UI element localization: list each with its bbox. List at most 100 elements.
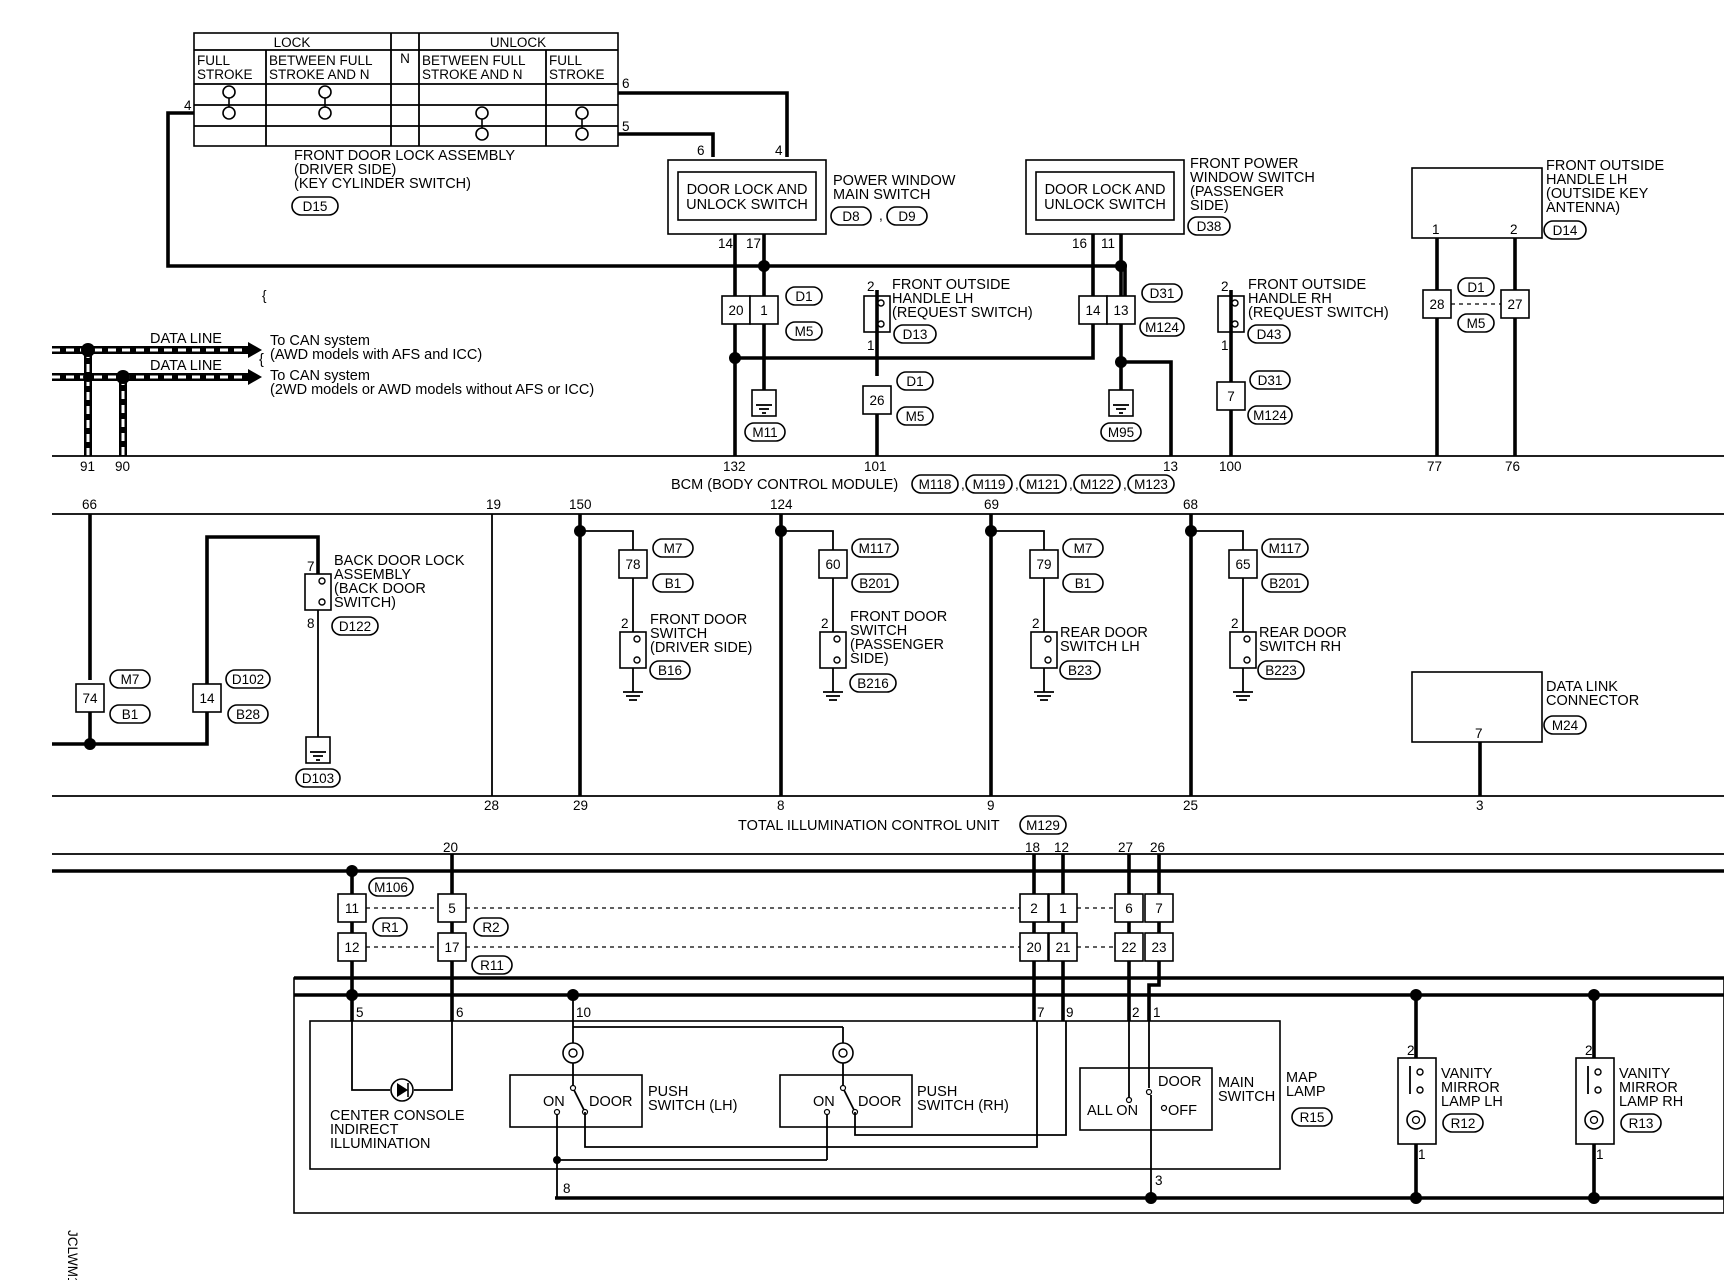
svg-text:M5: M5 bbox=[1467, 316, 1486, 331]
svg-text:(OUTSIDE KEY: (OUTSIDE KEY bbox=[1546, 186, 1649, 202]
svg-text:1: 1 bbox=[760, 303, 768, 318]
ground-m11: M11 bbox=[744, 389, 786, 442]
svg-text:17: 17 bbox=[444, 940, 459, 955]
connector-d122: D122 bbox=[339, 619, 371, 634]
connector-r1: R1 bbox=[381, 920, 398, 935]
svg-text:ON: ON bbox=[543, 1094, 565, 1110]
bcm-module: 91 90 132 101 13 100 77 76 BCM (BODY CON… bbox=[52, 455, 1724, 515]
svg-text:9: 9 bbox=[987, 798, 995, 813]
svg-text:(REQUEST SWITCH): (REQUEST SWITCH) bbox=[892, 305, 1033, 321]
svg-text:PUSH: PUSH bbox=[648, 1084, 688, 1100]
svg-text:14: 14 bbox=[1085, 303, 1101, 318]
kc-pin-5: 5 bbox=[622, 119, 630, 134]
connector-m119: M119 bbox=[973, 477, 1006, 492]
svg-text:6: 6 bbox=[1125, 901, 1133, 916]
connector-m118: M118 bbox=[919, 477, 952, 492]
key-cylinder-wires bbox=[166, 91, 789, 268]
connector-d43: D43 bbox=[1257, 327, 1282, 342]
table-unlock-header: UNLOCK bbox=[490, 35, 546, 50]
svg-text:13: 13 bbox=[1163, 459, 1178, 474]
svg-text:ON: ON bbox=[813, 1094, 835, 1110]
svg-text:,: , bbox=[961, 477, 965, 492]
connector-m129: M129 bbox=[1026, 818, 1060, 833]
svg-text:12: 12 bbox=[344, 940, 359, 955]
svg-text:SWITCH): SWITCH) bbox=[334, 595, 396, 611]
table-lock-header: LOCK bbox=[274, 35, 311, 50]
svg-text:68: 68 bbox=[1183, 497, 1198, 512]
table-unlock-between-2: STROKE AND N bbox=[422, 67, 523, 82]
connector-d38: D38 bbox=[1197, 219, 1222, 234]
svg-text:28: 28 bbox=[484, 798, 499, 813]
svg-text:FRONT OUTSIDE: FRONT OUTSIDE bbox=[1248, 277, 1366, 293]
connector-d13: D13 bbox=[903, 327, 928, 342]
svg-text:SWITCH: SWITCH bbox=[1218, 1089, 1275, 1105]
svg-text:(REQUEST SWITCH): (REQUEST SWITCH) bbox=[1248, 305, 1389, 321]
svg-text:76: 76 bbox=[1505, 459, 1520, 474]
svg-text:7: 7 bbox=[1155, 901, 1163, 916]
svg-text:1: 1 bbox=[1596, 1147, 1604, 1162]
connector-r15: R15 bbox=[1300, 1110, 1325, 1125]
connector-m122: M122 bbox=[1080, 477, 1114, 492]
svg-text:DOOR: DOOR bbox=[589, 1094, 633, 1110]
svg-text:29: 29 bbox=[573, 798, 588, 813]
svg-text:1: 1 bbox=[1059, 901, 1067, 916]
connector-d102: D102 bbox=[232, 672, 264, 687]
svg-text:26: 26 bbox=[869, 393, 884, 408]
connector-b201: B201 bbox=[859, 576, 891, 591]
svg-text:11: 11 bbox=[1101, 236, 1115, 251]
kc-pin-4: 4 bbox=[184, 98, 192, 113]
svg-text:13: 13 bbox=[1113, 303, 1128, 318]
svg-text:91: 91 bbox=[80, 459, 95, 474]
svg-text:D1: D1 bbox=[1467, 280, 1484, 295]
svg-text:B1: B1 bbox=[1075, 576, 1092, 591]
svg-text:{: { bbox=[259, 352, 264, 368]
svg-text:DOOR: DOOR bbox=[858, 1094, 902, 1110]
svg-text:VANITY: VANITY bbox=[1619, 1066, 1671, 1082]
rear-door-switch-rh: 65 M117 B201 2 REAR DOOR SWITCH RH B223 bbox=[1185, 514, 1347, 796]
connector-d15: D15 bbox=[303, 199, 328, 214]
svg-text:MIRROR: MIRROR bbox=[1441, 1080, 1500, 1096]
power-window-main-switch: DOOR LOCK AND UNLOCK SWITCH POWER WINDOW… bbox=[667, 143, 956, 251]
svg-text:19: 19 bbox=[486, 497, 501, 512]
svg-text:M7: M7 bbox=[664, 541, 683, 556]
key-cylinder-switch-table: LOCK UNLOCK N FULL STROKE BETWEEN FULL S… bbox=[184, 32, 630, 216]
pwm-pin-14: 14 bbox=[718, 236, 734, 251]
svg-text:WINDOW SWITCH: WINDOW SWITCH bbox=[1190, 170, 1315, 186]
svg-text:LAMP RH: LAMP RH bbox=[1619, 1094, 1683, 1110]
svg-text:MIRROR: MIRROR bbox=[1619, 1080, 1678, 1096]
handle-lh-request-switch: 2 1 FRONT OUTSIDE HANDLE LH (REQUEST SWI… bbox=[862, 277, 1033, 456]
svg-text:27: 27 bbox=[1118, 840, 1133, 855]
svg-text:26: 26 bbox=[1150, 840, 1165, 855]
svg-text:SWITCH LH: SWITCH LH bbox=[1060, 639, 1140, 655]
svg-text:8: 8 bbox=[563, 1181, 571, 1196]
push-switch-lh: ON DOOR PUSH SWITCH (LH) 8 bbox=[509, 989, 1038, 1198]
vanity-mirror-lamp-rh: 2 1 VANITY MIRROR LAMP RH R13 bbox=[1575, 989, 1683, 1204]
svg-text:DATA LINK: DATA LINK bbox=[1546, 679, 1618, 695]
connector-r13: R13 bbox=[1629, 1116, 1654, 1131]
kc-pin-6: 6 bbox=[622, 76, 630, 91]
connector-b23: B23 bbox=[1068, 663, 1092, 678]
svg-text:FRONT DOOR LOCK ASSEMBLY: FRONT DOOR LOCK ASSEMBLY bbox=[294, 148, 515, 164]
svg-text:DOOR: DOOR bbox=[1158, 1074, 1202, 1090]
svg-text:{: { bbox=[262, 288, 267, 303]
data-line-label-1: DATA LINE bbox=[150, 331, 222, 347]
handle-lh-antenna: 1 2 FRONT OUTSIDE HANDLE LH (OUTSIDE KEY… bbox=[1411, 158, 1664, 456]
connector-m106: M106 bbox=[374, 880, 408, 895]
svg-text:,: , bbox=[1069, 477, 1073, 492]
svg-text:SWITCH (LH): SWITCH (LH) bbox=[648, 1098, 737, 1114]
svg-text:101: 101 bbox=[864, 459, 887, 474]
svg-text:LAMP: LAMP bbox=[1286, 1084, 1326, 1100]
svg-text:16: 16 bbox=[1072, 236, 1087, 251]
svg-text:HANDLE LH: HANDLE LH bbox=[892, 291, 973, 307]
total-illumination-control-unit: 28 29 8 9 25 3 TOTAL ILLUMINATION CONTRO… bbox=[52, 795, 1724, 855]
bottom-harness: 11 5 12 17 M106 R1 R2 R11 2 1 20 21 bbox=[52, 854, 1724, 1214]
svg-text:FRONT DOOR: FRONT DOOR bbox=[650, 612, 747, 628]
svg-text:INDIRECT: INDIRECT bbox=[330, 1122, 399, 1138]
svg-text:UNLOCK SWITCH: UNLOCK SWITCH bbox=[1044, 197, 1166, 213]
svg-text:FRONT DOOR: FRONT DOOR bbox=[850, 609, 947, 625]
svg-text:D1: D1 bbox=[906, 374, 923, 389]
svg-text:MAP: MAP bbox=[1286, 1070, 1317, 1086]
svg-text:69: 69 bbox=[984, 497, 999, 512]
svg-text:M5: M5 bbox=[906, 409, 925, 424]
